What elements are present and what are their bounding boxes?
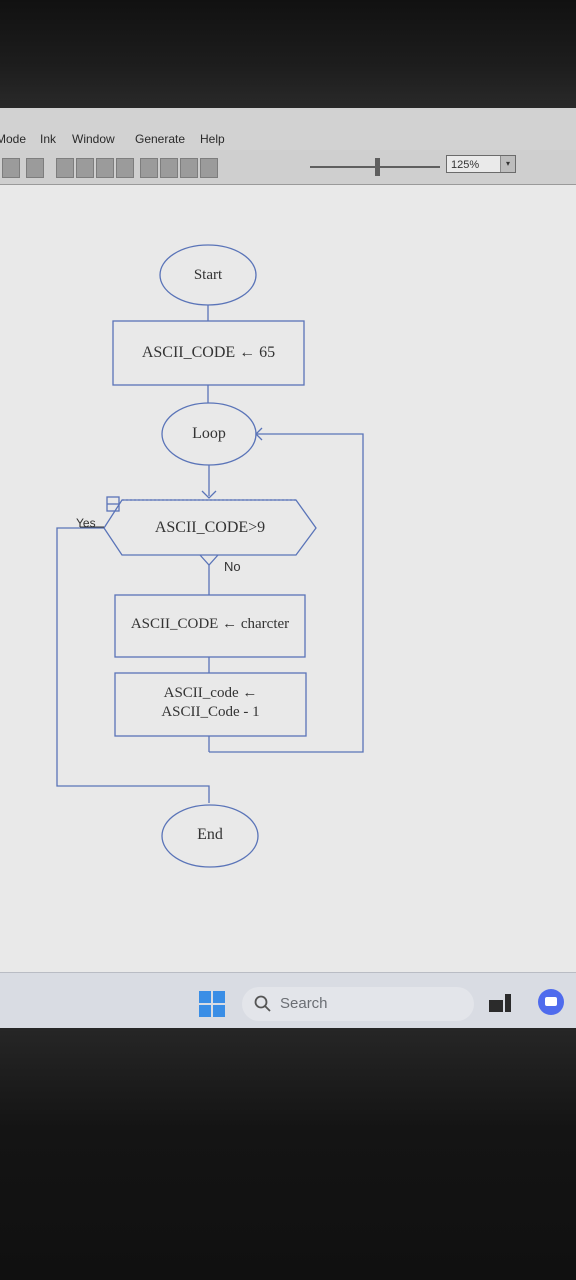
zoom-value: 125% — [451, 159, 480, 171]
menu-window[interactable]: Window — [72, 132, 115, 146]
step-back-icon[interactable] — [140, 158, 158, 178]
menu-mode[interactable]: Mode — [0, 132, 27, 146]
flowchart-canvas: Start ASCII_CODE ← 65 Loop ASCII_CODE>9 … — [0, 185, 576, 973]
no-label: No — [224, 559, 241, 574]
menu-bar: Mode Ink Window Generate Help — [0, 108, 576, 150]
chat-app-icon[interactable] — [537, 988, 565, 1016]
flowchart-svg — [56, 244, 364, 868]
search-icon — [254, 995, 271, 1012]
assign1-label: ASCII_CODE ← 65 — [141, 344, 276, 361]
arrow-no-branch — [199, 554, 219, 566]
menu-help[interactable]: Help — [200, 132, 225, 146]
loop-label: Loop — [192, 425, 226, 442]
assign-process-2[interactable] — [114, 594, 306, 658]
zoom-select[interactable]: 125% ▾ — [446, 155, 516, 173]
yes-label: Yes — [76, 516, 96, 530]
windows-start-icon[interactable] — [199, 991, 225, 1017]
loop-return-path — [209, 433, 364, 753]
chart-icon[interactable] — [160, 158, 178, 178]
start-label: Start — [193, 267, 223, 283]
laptop-screen: Mode Ink Window Generate Help 125% ▾ — [0, 108, 576, 1028]
search-placeholder: Search — [280, 995, 328, 1012]
task-view-icon[interactable] — [489, 992, 513, 1014]
end-label: End — [197, 826, 223, 843]
assign3-label-line1: ASCII_code ← — [163, 685, 258, 701]
camera-bezel-top — [0, 0, 576, 110]
toolbar-button-2[interactable] — [26, 158, 44, 178]
yes-branch-path — [56, 527, 210, 803]
zoom-slider-thumb[interactable] — [375, 158, 380, 176]
decision-label: ASCII_CODE>9 — [154, 519, 266, 536]
assign2-label: ASCII_CODE ← charcter — [130, 616, 290, 632]
pencil-icon[interactable] — [200, 158, 218, 178]
step-icon[interactable] — [76, 158, 94, 178]
taskbar-search[interactable]: Search — [242, 987, 474, 1021]
assign-process-3[interactable] — [114, 672, 307, 737]
end-terminal[interactable] — [161, 804, 259, 868]
pause-icon[interactable] — [96, 158, 114, 178]
stop-icon[interactable] — [116, 158, 134, 178]
grid-icon[interactable] — [180, 158, 198, 178]
arrow-loop-return — [255, 427, 263, 441]
chevron-down-icon[interactable]: ▾ — [500, 156, 515, 172]
toolbar-button-1[interactable] — [2, 158, 20, 178]
menu-generate[interactable]: Generate — [135, 132, 186, 146]
taskbar: Search — [0, 972, 576, 1028]
laptop-bezel-bottom — [0, 1028, 576, 1280]
assign3-label-line2: ASCII_Code - 1 — [161, 704, 260, 720]
play-icon[interactable] — [56, 158, 74, 178]
arrow-loop-decision — [201, 490, 217, 499]
menu-ink[interactable]: Ink — [40, 132, 57, 146]
